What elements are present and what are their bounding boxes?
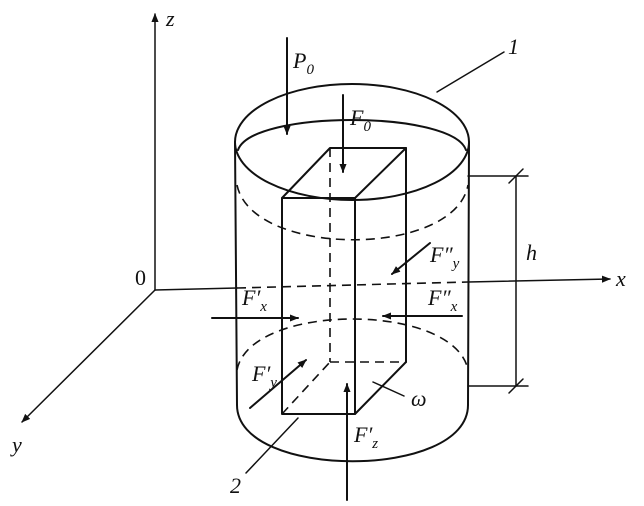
fy2-arrow <box>391 242 431 275</box>
x-axis-inner <box>236 281 469 289</box>
cylinder-top-inner-rim <box>237 119 467 151</box>
cylinder-leader <box>436 51 505 93</box>
prism-label: 2 <box>230 473 241 498</box>
height-tick-top <box>508 168 524 184</box>
prism-hidden-bottom-left <box>281 361 331 415</box>
cylinder-right-side <box>467 141 470 406</box>
callouts: 1 2 ω <box>230 34 519 498</box>
z-axis-label: z <box>165 6 175 31</box>
fy1-arrow <box>249 359 307 409</box>
y-axis-label: y <box>10 432 22 457</box>
fx2-label: F″x <box>427 285 458 315</box>
x-axis-right <box>467 275 611 283</box>
fx1-label: F′x <box>241 285 267 315</box>
fy1-label: F′y <box>251 361 277 391</box>
section-label: ω <box>411 386 427 411</box>
axes: z x y 0 <box>10 6 626 457</box>
lower-section-back <box>236 318 469 371</box>
x-axis-left <box>154 287 238 291</box>
cylinder <box>234 83 470 463</box>
origin-label: 0 <box>135 265 146 290</box>
cylinder-bottom-front <box>236 404 469 463</box>
cylinder-top-rim <box>234 83 470 201</box>
prism-leader <box>245 417 299 474</box>
f0-label: F0 <box>349 105 371 135</box>
prism <box>281 147 407 415</box>
cylinder-left-side <box>234 141 238 406</box>
p0-label: P0 <box>292 48 314 78</box>
x-axis-label: x <box>615 266 626 291</box>
y-axis <box>21 289 156 423</box>
prism-front-face <box>281 197 356 415</box>
height-label: h <box>526 240 537 265</box>
forces: P0 F0 F′x F″x F′y F″y F′z <box>211 37 463 501</box>
cylinder-label: 1 <box>508 34 519 59</box>
fy2-label: F″y <box>429 242 460 272</box>
section-leader <box>372 381 405 397</box>
upper-section-front <box>236 184 469 241</box>
height-dimension: h <box>467 168 537 394</box>
fz1-label: F′z <box>353 422 378 452</box>
height-tick-bottom <box>508 378 524 394</box>
prism-right-bottom-edge <box>354 361 407 415</box>
